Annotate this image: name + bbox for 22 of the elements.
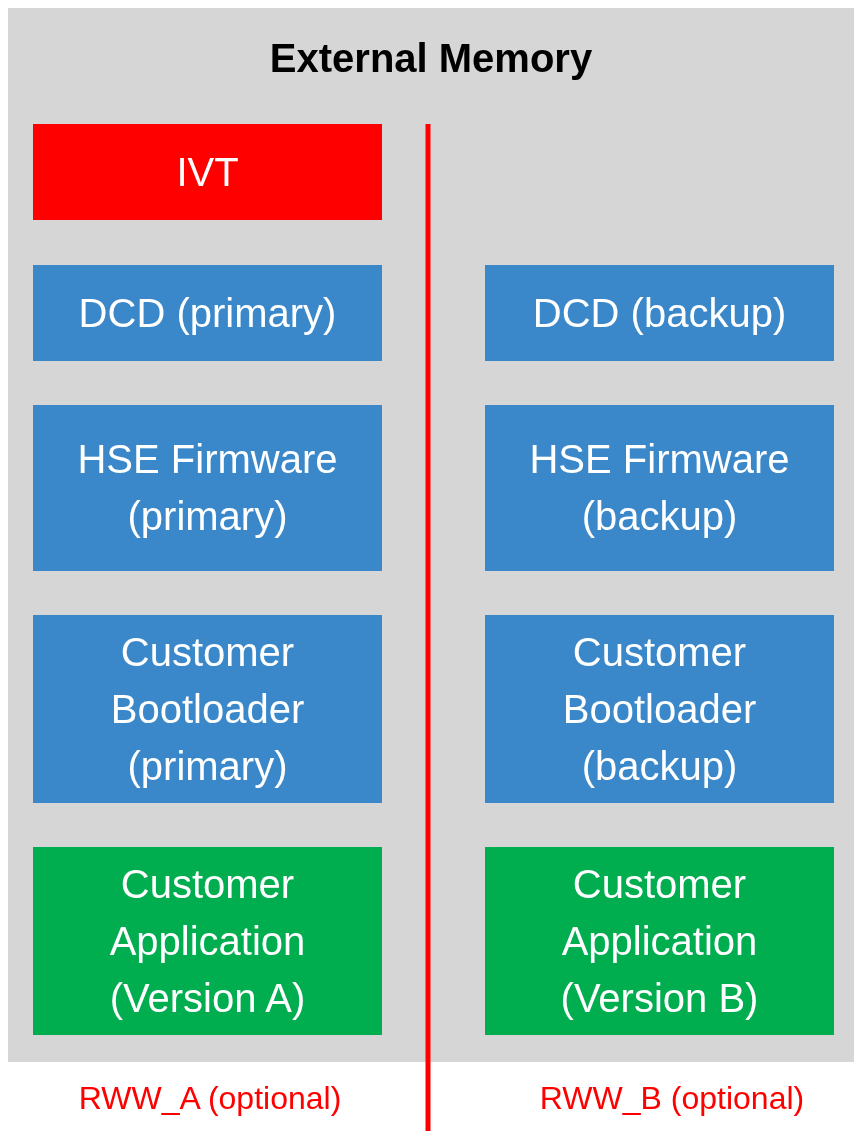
memory-block: [33, 265, 382, 361]
memory-block: [485, 615, 834, 803]
region-label: RWW_A (optional): [78, 1080, 342, 1117]
block-label: DCD (backup): [531, 289, 788, 337]
block-label: HSE Firmware (backup): [528, 436, 791, 540]
memory-block: [485, 405, 834, 571]
block-label: Customer Application (Version B): [559, 860, 760, 1022]
memory-block: [485, 265, 834, 361]
block-label: Customer Bootloader (primary): [109, 628, 306, 790]
memory-panel: [8, 8, 854, 1062]
block-label: Customer Bootloader (backup): [561, 628, 758, 790]
block-label: Customer Application (Version A): [108, 860, 307, 1022]
memory-block: [33, 405, 382, 571]
memory-block: [33, 124, 382, 220]
memory-block: [33, 615, 382, 803]
region-label: RWW_B (optional): [539, 1080, 805, 1117]
block-label: DCD (primary): [77, 289, 338, 337]
block-label: HSE Firmware (primary): [76, 436, 339, 540]
memory-block: [33, 847, 382, 1035]
memory-block: [485, 847, 834, 1035]
block-label: IVT: [175, 148, 240, 196]
panel-title: External Memory: [268, 35, 594, 82]
